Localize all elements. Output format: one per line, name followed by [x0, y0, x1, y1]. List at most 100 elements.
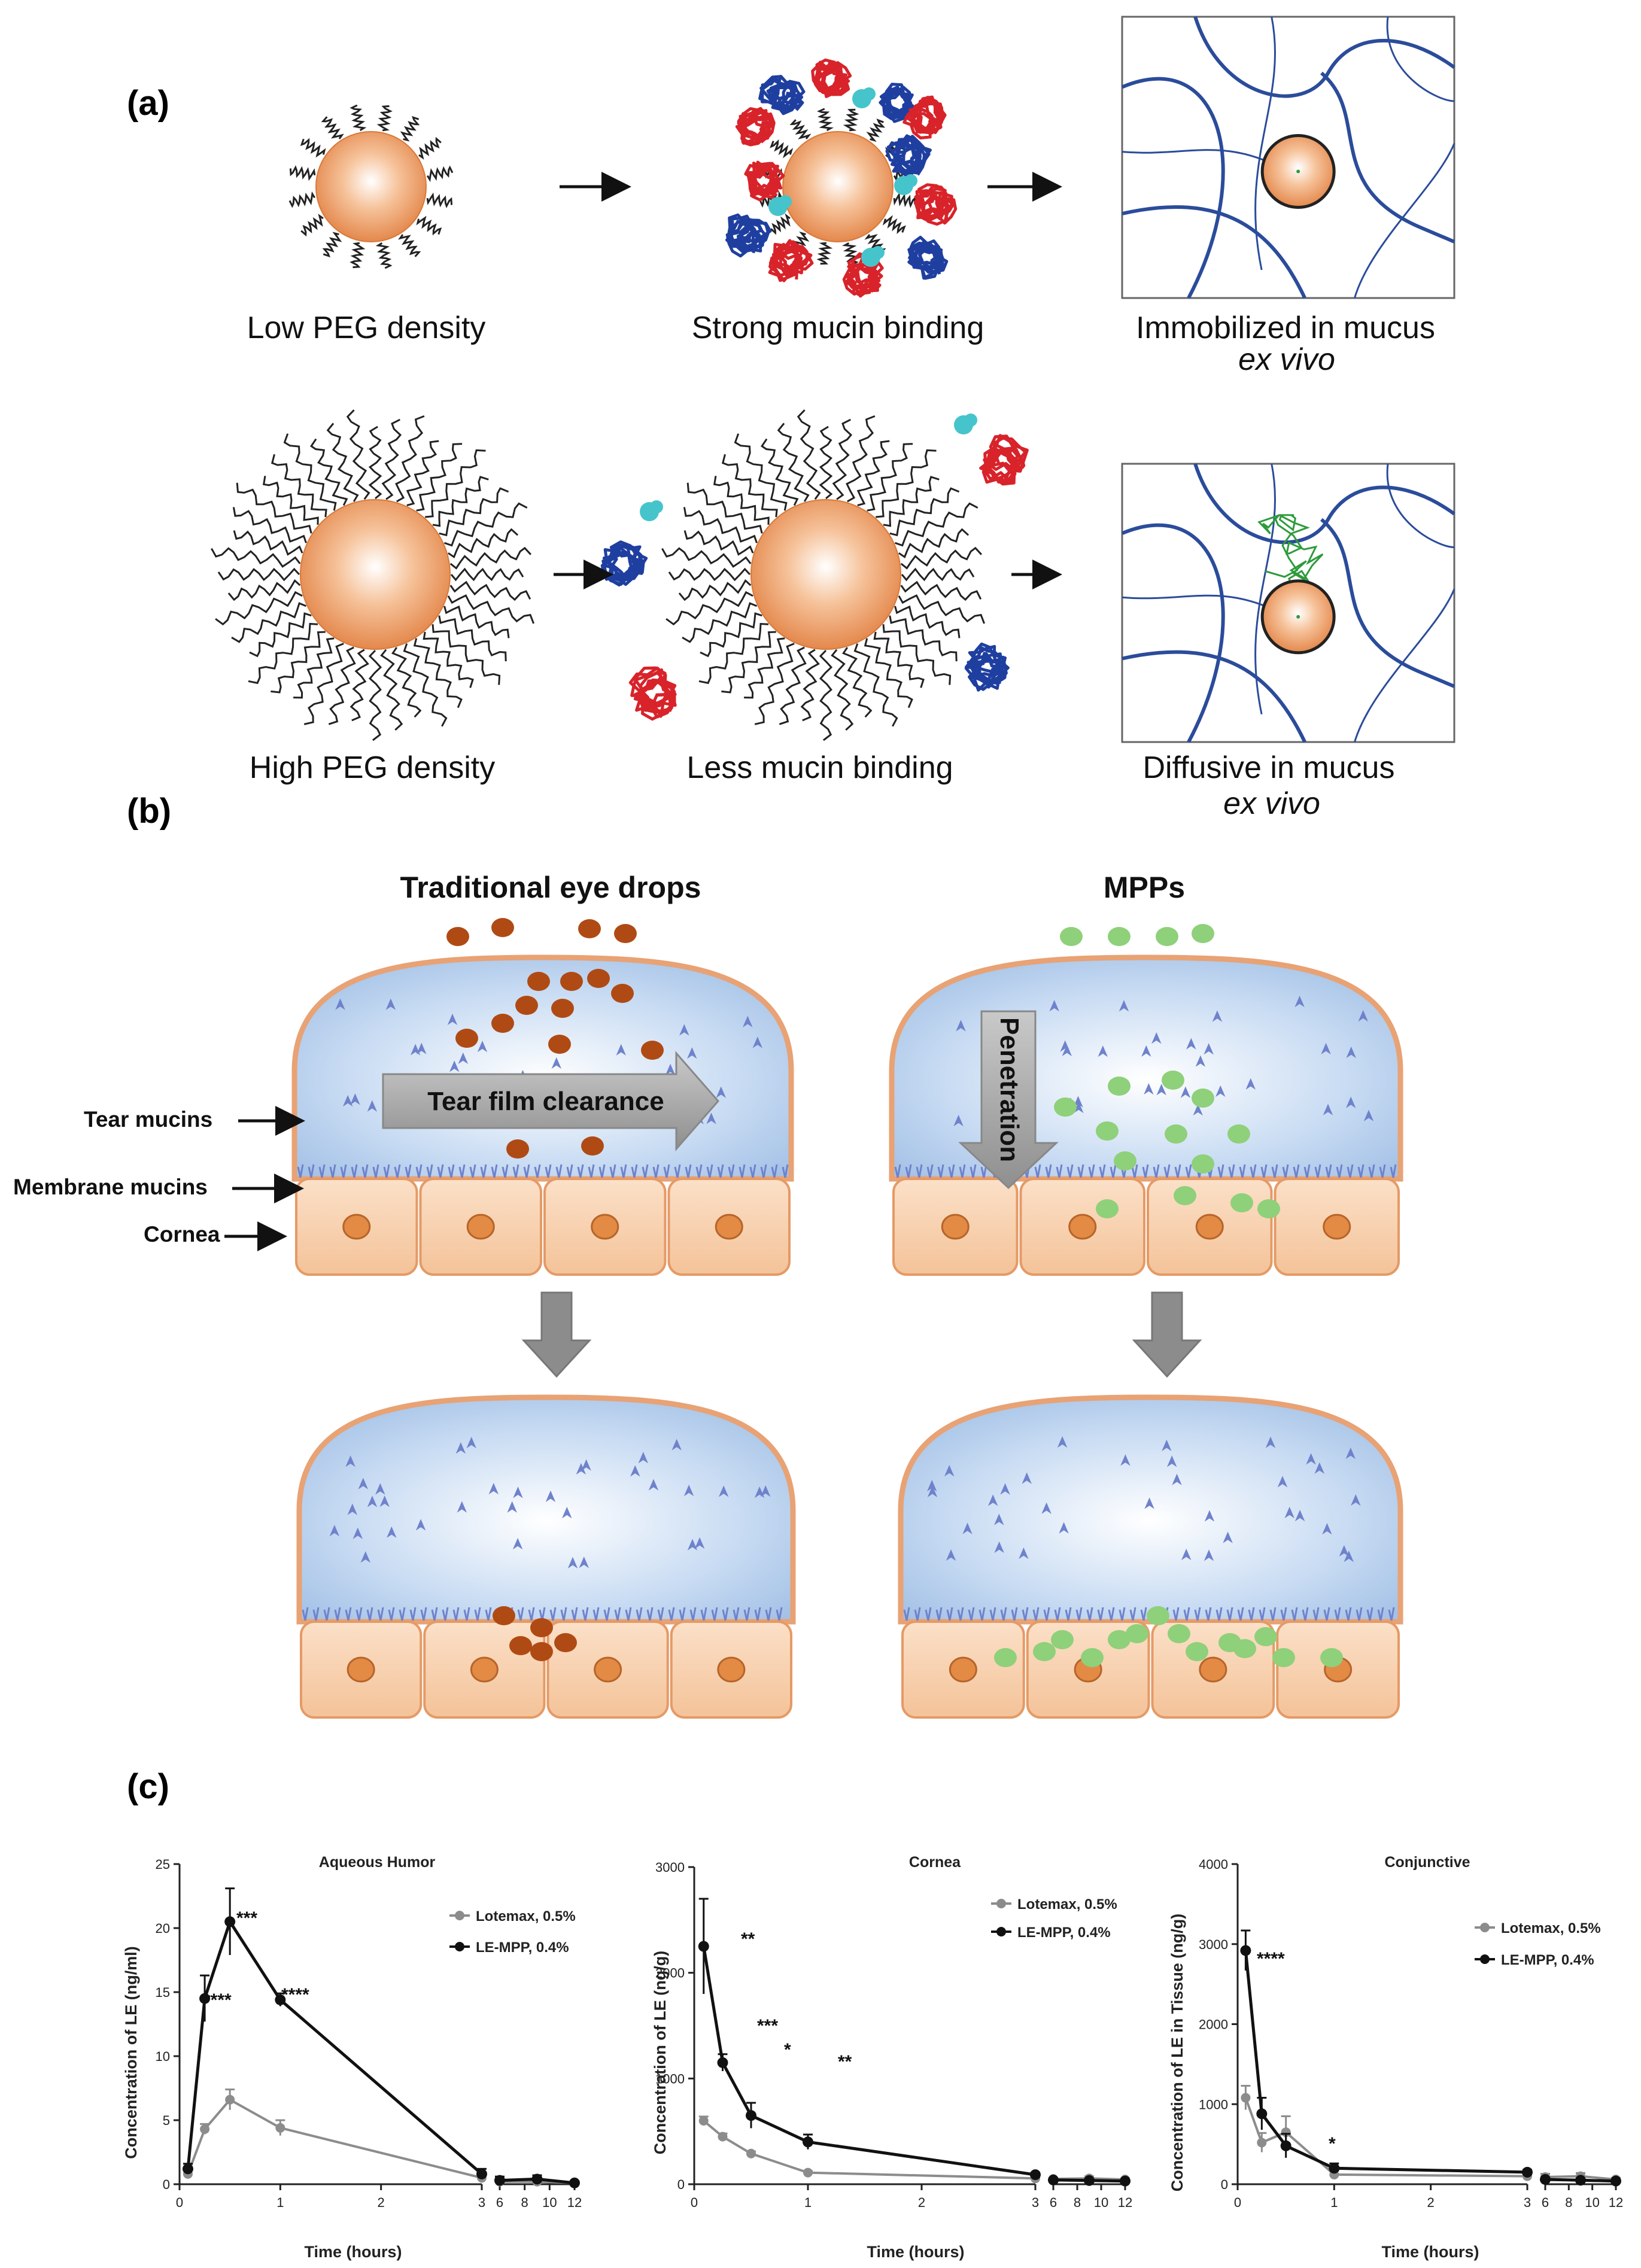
membrane-mucin — [582, 1607, 589, 1621]
peg-chain — [843, 108, 859, 132]
legend-lotemax: Lotemax, 0.5% — [1017, 1896, 1117, 1913]
y-axis-label: Concentration of LE (ng/g) — [651, 1951, 669, 2154]
membrane-mucin — [959, 1164, 966, 1178]
membrane-mucin — [1011, 1607, 1018, 1621]
membrane-mucin — [674, 1164, 681, 1178]
tear-mucin — [562, 1506, 572, 1519]
tear-mucin — [1062, 1044, 1072, 1056]
data-point — [1280, 2140, 1291, 2151]
mpp-particle — [1162, 1071, 1184, 1090]
x-tick-label: 6 — [1542, 2195, 1549, 2210]
tear-film-dome — [898, 1394, 1403, 1625]
less-mucin-binding-particle — [600, 409, 1029, 741]
mpp-particle — [1192, 1089, 1214, 1108]
tear-mucin — [1314, 1462, 1325, 1474]
chart-title: Conjunctive — [1384, 1854, 1470, 1871]
y-tick-label: 1000 — [1199, 2097, 1228, 2112]
y-tick-label: 5 — [163, 2113, 170, 2128]
data-point — [1084, 2175, 1095, 2186]
membrane-mucin — [1293, 1164, 1300, 1178]
data-point — [1241, 2093, 1251, 2103]
data-point — [494, 2175, 505, 2186]
tear-mucin — [335, 998, 345, 1010]
membrane-mucin — [1185, 1164, 1192, 1178]
mucin-fragment — [650, 500, 663, 513]
x-tick-label: 2 — [918, 2195, 925, 2210]
membrane-mucin — [782, 1164, 789, 1178]
tear-mucin — [1156, 1084, 1166, 1096]
tear-mucin — [347, 1503, 358, 1515]
cell-nucleus — [1323, 1214, 1351, 1240]
peg-chain — [448, 528, 519, 558]
mucin-coil — [768, 239, 814, 282]
membrane-mucin — [448, 1164, 455, 1178]
tear-mucin — [410, 1044, 421, 1056]
drug-particle — [551, 999, 574, 1018]
mucus-fiber — [1254, 16, 1277, 270]
nanoparticle-sphere — [750, 499, 901, 650]
membrane-mucin — [1174, 1164, 1181, 1178]
membrane-mucin — [711, 1607, 718, 1621]
peg-chain — [231, 602, 307, 643]
tear-mucin — [1057, 1436, 1068, 1448]
peg-chain — [447, 594, 535, 624]
membrane-mucin — [760, 1164, 767, 1178]
penetration-arrow — [958, 1010, 1059, 1190]
membrane-mucin — [528, 1607, 535, 1621]
membrane-mucin — [366, 1607, 373, 1621]
series-line — [702, 1946, 1036, 2176]
x-tick-label: 3 — [478, 2195, 485, 2210]
mucus-fiber — [1254, 463, 1277, 715]
membrane-mucin — [1250, 1164, 1257, 1178]
peg-chain — [661, 547, 752, 568]
peg-chain — [819, 649, 833, 741]
membrane-mucin — [388, 1607, 395, 1621]
mucin-coil — [758, 75, 806, 115]
tear-mucin — [953, 1114, 964, 1127]
membrane-mucin — [706, 1164, 713, 1178]
y-tick-label: 20 — [156, 1921, 170, 1936]
data-point — [569, 2177, 580, 2188]
tear-mucin — [1346, 1046, 1356, 1059]
mpp-particle — [1081, 1648, 1104, 1667]
mpp-particle — [1147, 1606, 1169, 1625]
tear-mucin — [1358, 1010, 1368, 1022]
peg-chain — [754, 643, 795, 725]
membrane-mucin — [1129, 1607, 1136, 1621]
membrane-mucin — [603, 1607, 610, 1621]
label-penetration: Penetration — [995, 1017, 1024, 1162]
membrane-mucin — [946, 1607, 953, 1621]
mucin-coil — [628, 666, 677, 721]
cell-nucleus — [594, 1656, 622, 1683]
legend-marker — [455, 1911, 464, 1920]
mucin-fragment — [904, 174, 917, 187]
membrane-mucin — [1108, 1607, 1115, 1621]
membrane-mucin — [695, 1164, 703, 1178]
tear-mucin — [671, 1439, 682, 1451]
membrane-mucin — [1022, 1607, 1029, 1621]
membrane-mucin — [679, 1607, 686, 1621]
membrane-mucin — [1032, 1607, 1040, 1621]
chart-title: Aqueous Humor — [319, 1854, 436, 1871]
membrane-mucin — [1205, 1607, 1212, 1621]
membrane-mucin — [916, 1164, 923, 1178]
membrane-mucin — [1075, 1607, 1083, 1621]
significance-marker: ** — [741, 1929, 755, 1949]
membrane-mucin — [631, 1164, 638, 1178]
mpp-particle — [1165, 1124, 1187, 1144]
tear-mucin — [944, 1465, 955, 1477]
peg-chain — [819, 425, 833, 500]
significance-marker: * — [784, 2040, 791, 2060]
membrane-mucin — [571, 1607, 578, 1621]
membrane-mucin — [409, 1607, 417, 1621]
label-cornea: Cornea — [144, 1222, 220, 1247]
significance-marker: **** — [1257, 1949, 1285, 1969]
membrane-mucin — [1390, 1164, 1397, 1178]
data-point — [746, 2110, 756, 2121]
mpp-particle — [1108, 1630, 1131, 1649]
series-line — [1244, 1950, 1528, 2174]
tear-film-clearance-arrow — [382, 1051, 719, 1151]
tear-mucin — [1144, 1083, 1154, 1095]
tear-mucin — [581, 1459, 591, 1471]
peg-chain — [406, 440, 439, 506]
